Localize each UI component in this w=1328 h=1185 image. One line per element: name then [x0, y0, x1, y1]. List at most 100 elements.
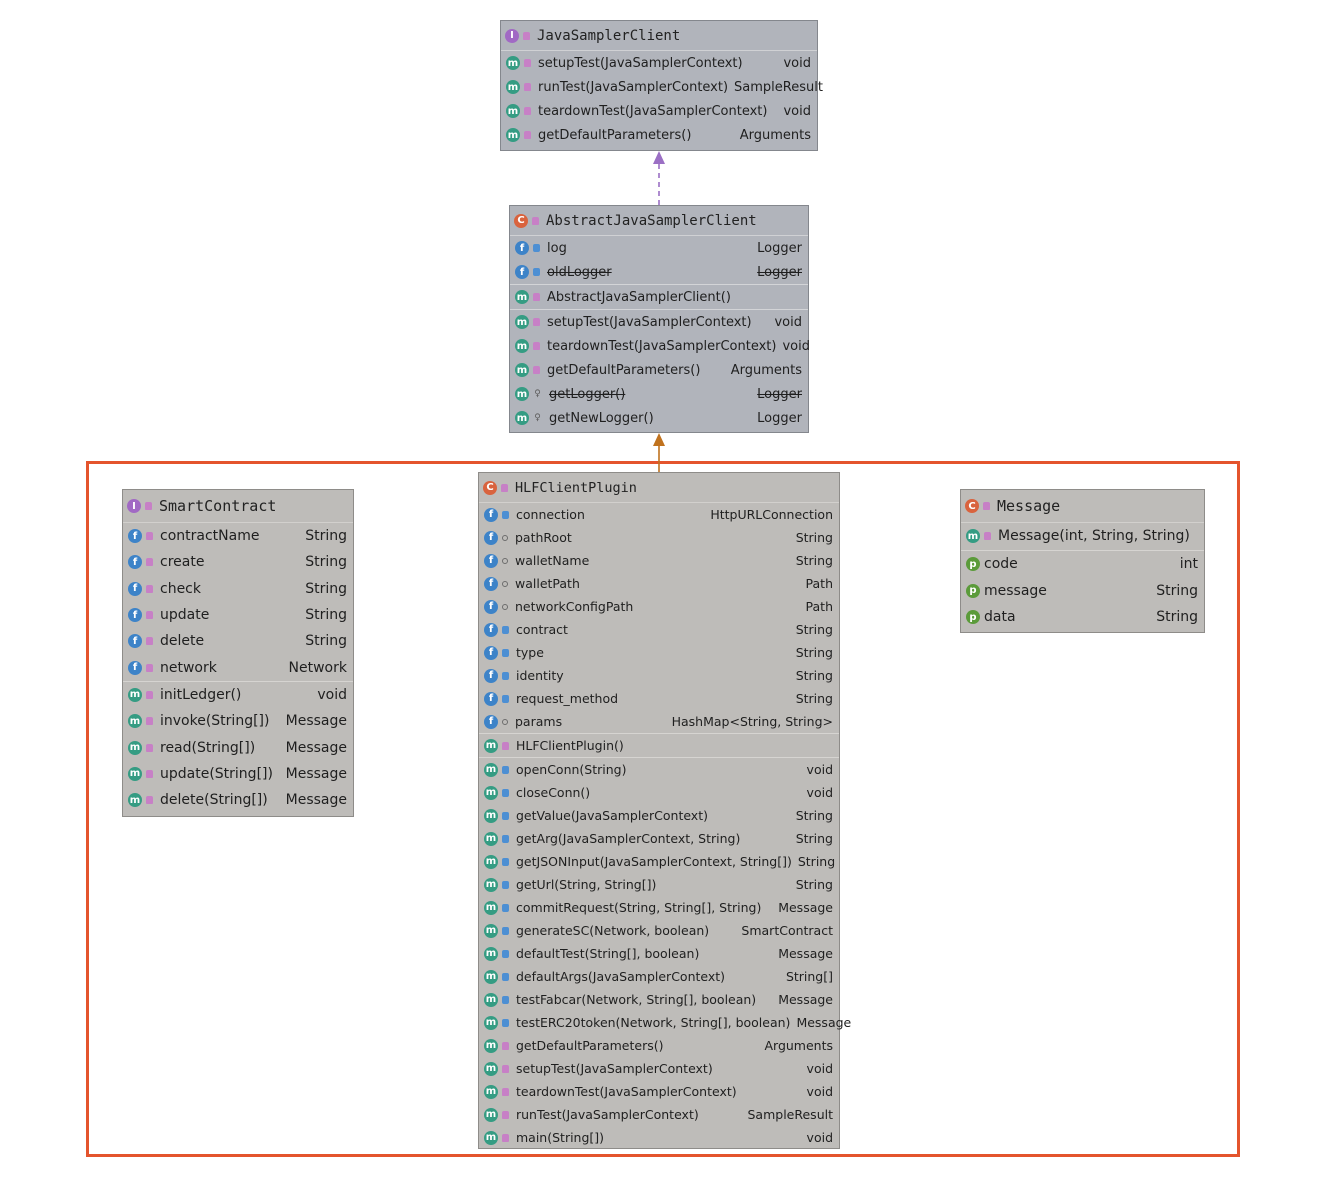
public-icon [146, 611, 153, 620]
method-icon: m [484, 923, 498, 938]
member-name: networkConfigPath [515, 599, 634, 614]
member-name: getDefaultParameters() [547, 362, 701, 378]
method-get-logger[interactable]: m♀getLogger()Logger [510, 382, 808, 406]
method-icon: m [484, 1130, 498, 1145]
method-icon: m [484, 946, 498, 961]
member-type: String [795, 645, 833, 660]
method-icon: m [515, 315, 529, 329]
private-icon [502, 648, 509, 657]
member-type: Message [285, 713, 347, 730]
realization-arrow [653, 151, 665, 206]
public-icon [523, 31, 530, 40]
private-icon [502, 972, 509, 981]
member-type: String [795, 877, 833, 892]
member-type: Message [285, 765, 347, 782]
member-type: Path [805, 599, 833, 614]
method-icon: m [128, 714, 142, 729]
member-name: HLFClientPlugin() [516, 738, 624, 753]
public-icon [502, 1064, 509, 1073]
field-icon: f [128, 529, 142, 544]
member-name: network [160, 659, 217, 676]
method-icon: m [484, 831, 498, 846]
member-name: create [160, 554, 205, 571]
method-get-new-logger[interactable]: m♀getNewLogger()Logger [510, 406, 808, 430]
member-name: getDefaultParameters() [516, 1038, 664, 1053]
member-name: delete(String[]) [160, 792, 268, 809]
member-name: getJSONInput(JavaSamplerContext, String[… [516, 854, 792, 869]
member-type: Arguments [739, 127, 811, 143]
public-icon [146, 663, 153, 672]
method-icon: m [515, 290, 529, 304]
member-name: setupTest(JavaSamplerContext) [547, 314, 752, 330]
member-type: Path [805, 576, 833, 591]
method-abstract-java-sampler-client[interactable]: m AbstractJavaSamplerClient() [510, 285, 808, 309]
member-type: int [1179, 556, 1198, 573]
member-name: Message(int, String, String) [998, 528, 1190, 545]
member-type: Arguments [764, 1038, 833, 1053]
member-type: void [806, 762, 833, 777]
public-icon [533, 318, 540, 326]
member-name: AbstractJavaSamplerClient() [547, 289, 731, 305]
